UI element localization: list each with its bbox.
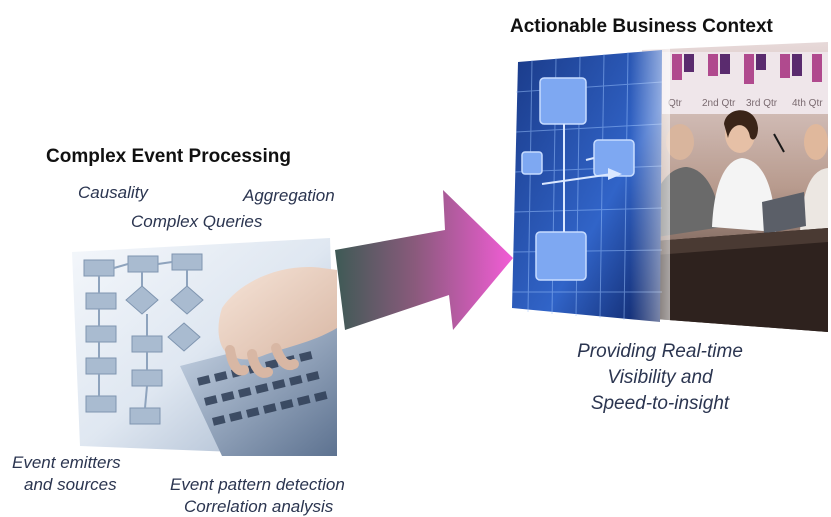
cep-heading: Complex Event Processing — [46, 146, 291, 167]
chart-tick-1: Qtr — [668, 98, 683, 109]
chart-tick-2: 2nd Qtr — [702, 98, 736, 109]
flow-arrow — [335, 190, 517, 340]
aggregation-label: Aggregation — [243, 186, 335, 205]
causality-label: Causality — [78, 183, 148, 202]
tagline-line-3: Speed-to-insight — [590, 393, 730, 414]
tagline-line-1: Providing Real-time — [577, 341, 743, 362]
business-context-heading: Actionable Business Context — [510, 16, 773, 37]
event-pattern-detection-label: Event pattern detection — [170, 475, 345, 494]
complex-queries-label: Complex Queries — [131, 212, 263, 231]
chart-tick-3: 3rd Qtr — [746, 98, 778, 109]
and-sources-label: and sources — [24, 475, 117, 494]
flowchart-keyboard-image — [72, 238, 337, 456]
tagline-line-2: Visibility and — [607, 367, 713, 388]
event-emitters-label: Event emitters — [12, 453, 121, 472]
correlation-analysis-label: Correlation analysis — [184, 497, 334, 516]
business-meeting-image: Qtr 2nd Qtr 3rd Qtr 4th Qtr — [512, 42, 828, 332]
insight-tagline: Providing Real-time Visibility and Speed… — [548, 339, 772, 417]
chart-tick-4: 4th Qtr — [792, 98, 823, 109]
